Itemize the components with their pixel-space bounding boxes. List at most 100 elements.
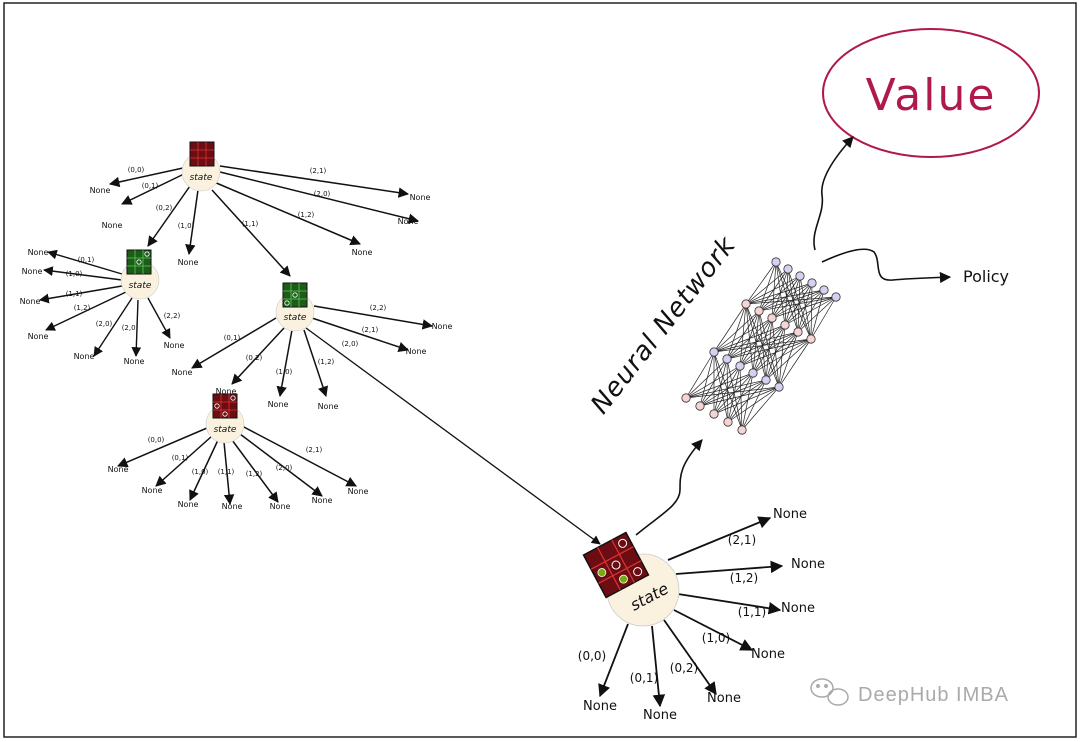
right-child-edge-0-action-label: (2,2) — [370, 304, 387, 312]
nn-connection — [758, 282, 813, 312]
nn-connection — [771, 282, 813, 319]
nn-node — [709, 347, 719, 357]
large-state-edge-5: (0,1) None — [630, 625, 677, 723]
nn-connection — [713, 351, 729, 423]
nn-connection — [727, 379, 767, 423]
left-child-state-node: state — [120, 249, 160, 300]
left-child-edge-5: (2,0)None — [122, 299, 145, 366]
left-child-edge-5-none-label: None — [124, 357, 145, 366]
right-child-edge-0-none-label: None — [432, 322, 453, 331]
grandchild-board-icon — [212, 393, 238, 419]
nn-connection — [745, 268, 789, 305]
large-state-edge-5-none-label: None — [643, 708, 677, 723]
nn-node — [780, 320, 790, 330]
grandchild-edge-0-line — [117, 427, 208, 468]
large-state-edge-2-action-label: (1,1) — [738, 605, 766, 619]
large-board-icon — [582, 531, 650, 599]
nn-connection — [699, 365, 741, 407]
grandchild-edge-0-action-label: (0,0) — [148, 436, 165, 444]
nn-connection — [787, 268, 799, 333]
right-child-edge-4-line — [231, 327, 285, 385]
nn-connection — [726, 303, 747, 360]
network-to-value-arrow — [813, 136, 854, 251]
root-edge-5: (2,1)None — [219, 165, 431, 202]
nn-connection — [775, 261, 786, 326]
nn-connection — [799, 275, 812, 340]
grandchild-edge-2-none-label: None — [178, 500, 199, 509]
nn-connection — [758, 275, 801, 312]
large-state-edge-1: (1,2)None — [675, 557, 825, 585]
left-child-edge-5-line — [131, 299, 142, 357]
nn-connection — [784, 275, 801, 326]
left-child-edge-3-line — [45, 291, 127, 331]
nn-node — [831, 292, 841, 302]
large-state-edge-5-action-label: (0,1) — [630, 671, 658, 685]
nn-connection — [775, 261, 799, 333]
nn-connection — [699, 372, 754, 407]
nn-connection — [778, 331, 799, 388]
left-child-edge-4-line — [93, 297, 133, 357]
right-child-edge-3: (0,1)None — [172, 317, 277, 377]
large-state-edge-6-line — [598, 623, 629, 698]
nn-connection — [745, 303, 767, 381]
right-child-edge-3-action-label: (0,1) — [224, 334, 241, 342]
left-child-board-icon — [126, 249, 152, 275]
left-child-edge-6-line — [147, 297, 171, 339]
root-edge-6-none-label: None — [398, 217, 419, 226]
left-child-edge-1-none-label: None — [22, 267, 43, 276]
nn-connection — [771, 275, 801, 319]
nn-connection — [771, 261, 777, 319]
large-state-edge-6-none-label: None — [583, 699, 617, 714]
right-child-state-node: state — [275, 282, 315, 332]
nn-node — [774, 382, 784, 392]
nn-node — [767, 313, 777, 323]
right-child-edge-5-line — [276, 329, 293, 398]
right-child-edge-4-none-label: None — [216, 387, 237, 396]
grandchild-edge-2-action-label: (1,0) — [192, 468, 209, 476]
grandchild-edge-5-none-label: None — [312, 496, 333, 505]
root-edge-6-action-label: (2,0) — [314, 190, 331, 198]
left-child-edge-1-action-label: (1,0) — [66, 270, 83, 278]
large-state-edge-2-line — [677, 593, 782, 615]
grandchild-edge-2-line — [189, 439, 219, 501]
watermark-text: DeepHub IMBA — [858, 684, 1009, 706]
nn-node — [741, 299, 751, 309]
right-child-board-icon — [282, 282, 308, 308]
grandchild-edge-1: (0,1)None — [142, 435, 213, 495]
root-edge-7-action-label: (1,2) — [298, 211, 315, 219]
large-state-edge-2: (1,1) None — [677, 593, 815, 619]
left-child-edge-2-none-label: None — [20, 297, 41, 306]
left-child-edge-3-action-label: (1,2) — [74, 304, 91, 312]
right-child-edge-4-action-label: (0,2) — [246, 354, 263, 362]
nn-connection — [797, 282, 813, 333]
root-edge-3: (1,0)None — [178, 189, 199, 267]
nn-connection — [810, 282, 813, 340]
tree-edges: (0,0)None(0,1)None(0,2)None(1,0)None(1,1… — [20, 165, 825, 723]
large-state-edge-0-none-label: None — [773, 507, 807, 522]
right-child-edge-6: (1,2)None — [303, 329, 339, 411]
right-child-edge-6-action-label: (1,2) — [318, 358, 335, 366]
grandchild-edge-1-line — [155, 435, 213, 487]
large-state-edge-3-line — [673, 609, 754, 651]
nn-connection — [745, 303, 754, 374]
large-state-edge-2-none-label: None — [781, 601, 815, 616]
wechat-icon — [810, 678, 849, 706]
left-child-edge-0: (0,1)None — [28, 248, 123, 275]
network-to-policy-arrow — [821, 248, 952, 284]
grandchild-edge-6: (2,1)None — [241, 425, 369, 496]
nn-connection — [745, 303, 780, 388]
right-child-edge-5-none-label: None — [268, 400, 289, 409]
large-state-edge-6: (0,0) None — [578, 623, 629, 714]
nn-connection — [758, 261, 777, 312]
grandchild-edge-5-action-label: (2,0) — [276, 464, 293, 472]
nn-connection — [713, 379, 767, 415]
nn-node — [754, 306, 764, 316]
nn-node — [735, 361, 745, 371]
grandchild-edge-3-action-label: (1,1) — [218, 468, 235, 476]
nn-connection — [797, 296, 837, 333]
large-state-edge-6-action-label: (0,0) — [578, 649, 606, 663]
right-child-edge-0: (2,2) None — [313, 304, 453, 331]
root-board-icon — [189, 141, 215, 167]
left-child-edge-3-none-label: None — [28, 332, 49, 341]
left-child-edge-4: (2,0)None — [74, 297, 133, 361]
